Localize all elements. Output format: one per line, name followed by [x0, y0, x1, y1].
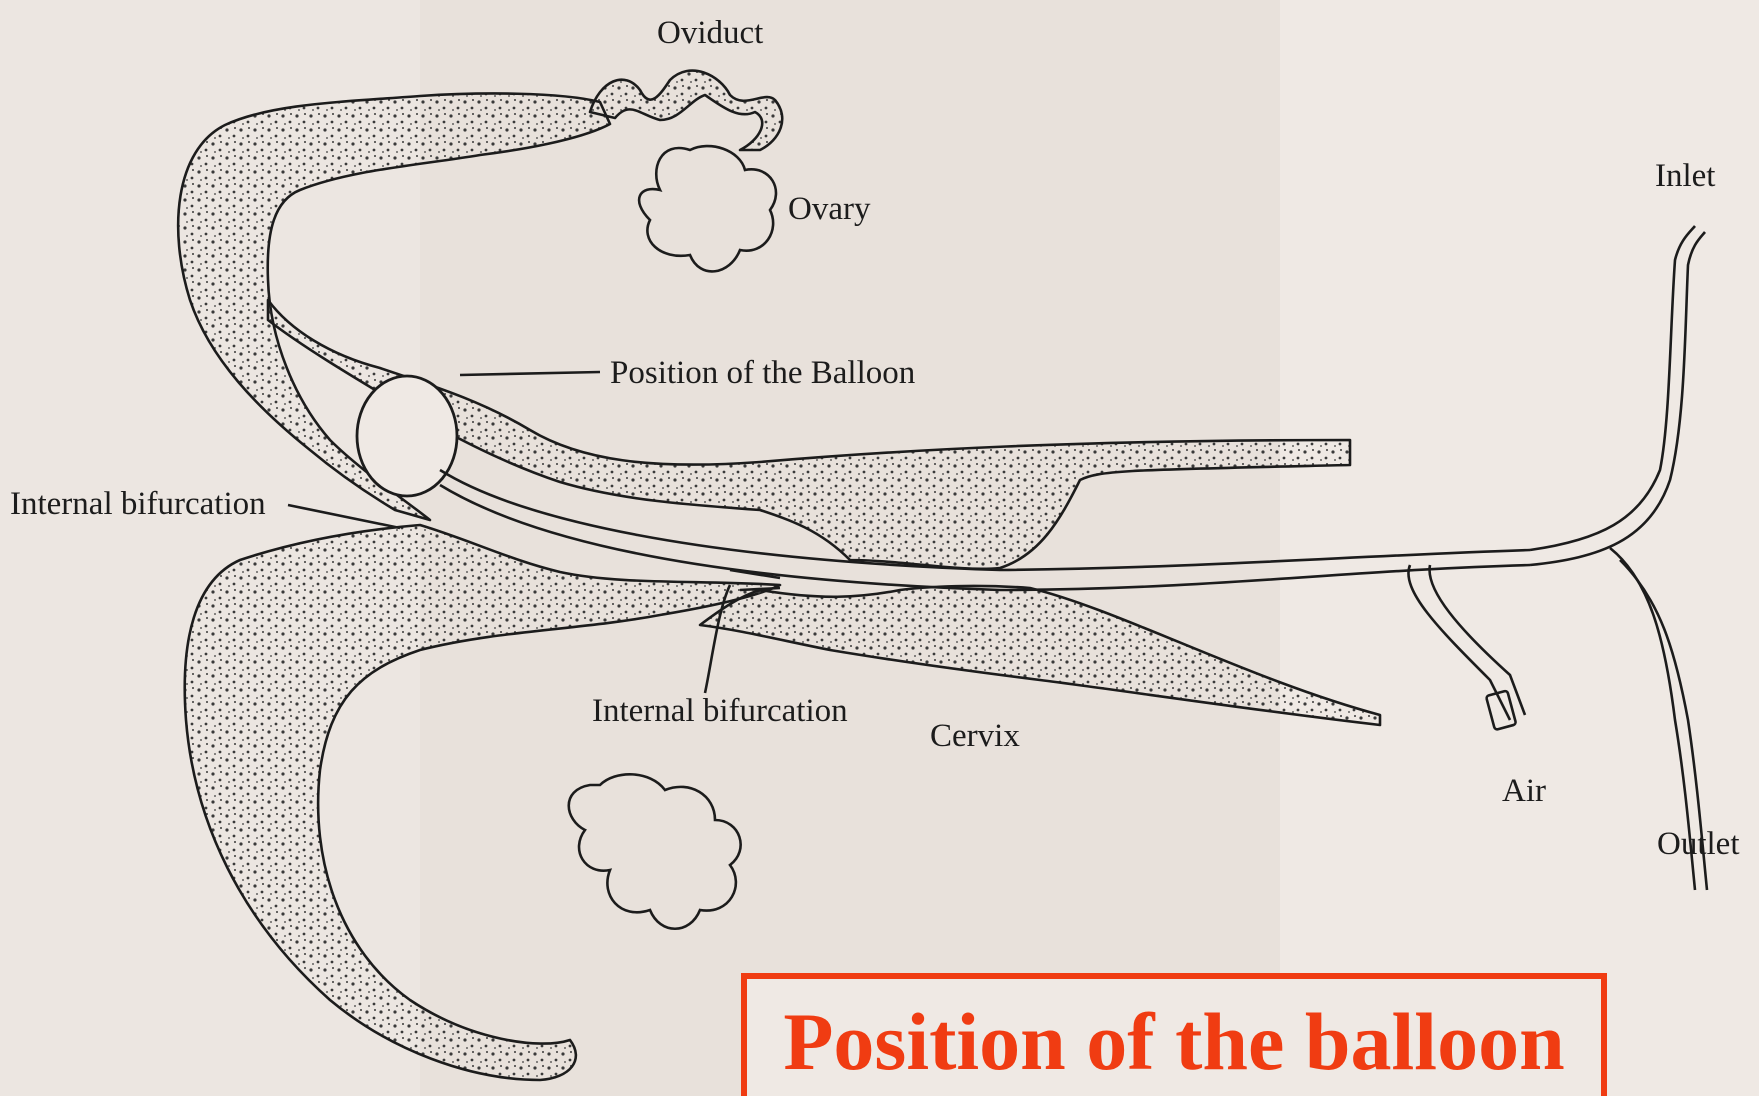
- label-internal-bifurcation-left: Internal bifurcation: [10, 488, 266, 521]
- air-connector: [1486, 690, 1516, 730]
- label-position-balloon: Position of the Balloon: [610, 357, 915, 390]
- lower-uterine-horn: [185, 525, 780, 1080]
- label-cervix: Cervix: [930, 720, 1020, 753]
- caption-box: Position of the balloon: [741, 973, 1607, 1096]
- inlet-tube-inner: [1530, 232, 1705, 565]
- upper-ovary: [639, 146, 776, 271]
- label-air: Air: [1502, 775, 1546, 808]
- lower-ovary: [569, 774, 741, 928]
- air-tube: [1408, 565, 1525, 720]
- label-oviduct: Oviduct: [657, 17, 763, 50]
- leader-balloon: [460, 372, 600, 375]
- label-ovary: Ovary: [788, 193, 870, 226]
- caption-text: Position of the balloon: [747, 1001, 1601, 1083]
- leader-bifurcation-left: [288, 505, 400, 528]
- label-outlet: Outlet: [1657, 828, 1739, 861]
- inlet-tube: [1530, 226, 1695, 550]
- label-inlet: Inlet: [1655, 160, 1715, 193]
- label-internal-bifurcation-center: Internal bifurcation: [592, 695, 848, 728]
- balloon: [357, 376, 457, 496]
- oviduct-coil: [590, 71, 782, 150]
